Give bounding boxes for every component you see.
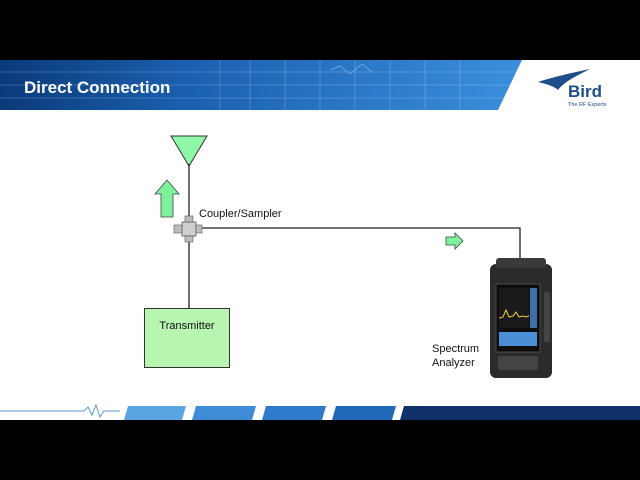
sample-line xyxy=(196,227,521,262)
right-arrow-icon xyxy=(445,232,464,250)
analyzer-label-line2: Analyzer xyxy=(432,357,475,369)
coupler-icon xyxy=(173,215,203,243)
footer-band xyxy=(0,403,640,420)
transmitter-label: Transmitter xyxy=(159,320,215,332)
up-arrow-icon xyxy=(154,179,180,218)
logo-tagline: The RF Experts xyxy=(568,102,607,108)
bird-logo: Bird The RF Experts xyxy=(534,68,624,116)
header-band xyxy=(0,60,522,110)
antenna-icon xyxy=(170,135,208,167)
coupler-label: Coupler/Sampler xyxy=(199,208,282,220)
logo-name: Bird xyxy=(568,82,602,101)
signal-wave-icon xyxy=(0,403,120,419)
spectrum-analyzer-device xyxy=(490,258,552,378)
slide: Direct Connection Bird The RF Experts xyxy=(0,60,640,420)
transmitter-box: Transmitter xyxy=(144,308,230,368)
analyzer-label-line1: Spectrum xyxy=(432,343,480,355)
slide-title: Direct Connection xyxy=(24,78,171,97)
bird-wing-icon xyxy=(538,69,590,90)
connection-diagram xyxy=(154,135,552,378)
